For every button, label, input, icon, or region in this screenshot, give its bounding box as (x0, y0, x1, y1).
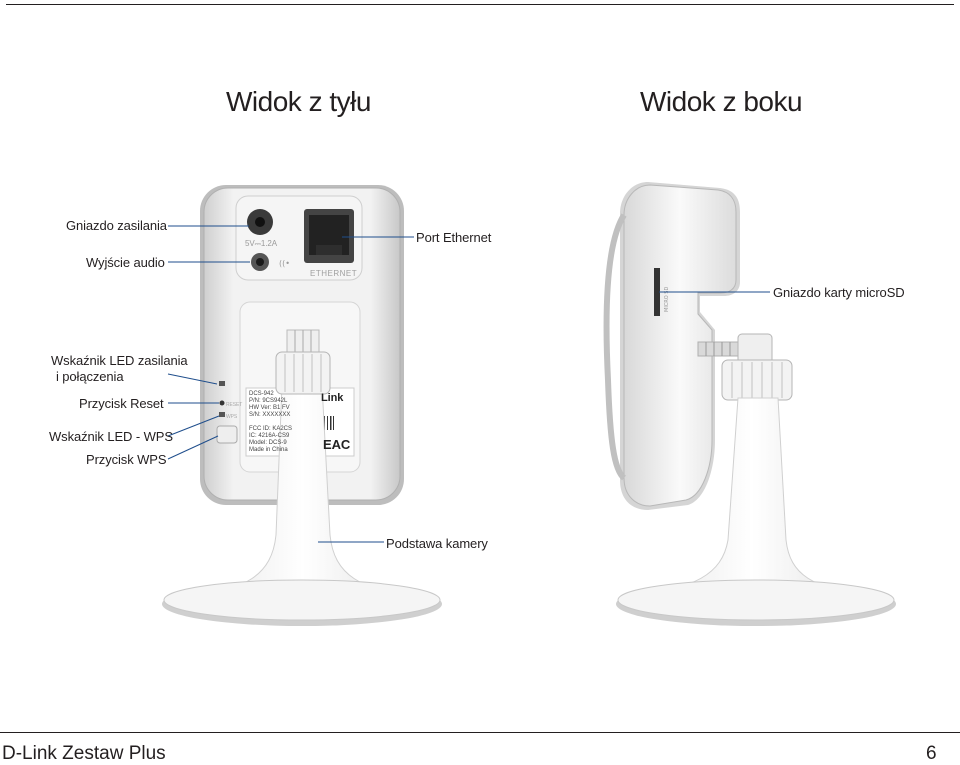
side-camera: MICRO SD (603, 182, 896, 626)
leader-wps-button (167, 435, 219, 460)
footer-title: D-Link Zestaw Plus (2, 743, 166, 764)
footer-rule (0, 732, 960, 733)
rear-view-heading: Widok z tyłu (226, 86, 371, 117)
reset-print: RESET (226, 402, 243, 408)
label-power-led-line2: i połączenia (56, 369, 124, 384)
wps-led (219, 412, 225, 417)
page-number: 6 (926, 743, 937, 764)
side-base (617, 579, 895, 621)
label-camera-stand: Podstawa kamery (386, 536, 488, 551)
reset-hole (219, 400, 225, 406)
sticker-marks: EAC (323, 437, 351, 452)
power-rating-print: 5V⎓1.2A (245, 239, 277, 248)
leader-lines (167, 225, 770, 543)
label-power-jack: Gniazdo zasilania (66, 218, 167, 233)
sticker-text-bottom: FCC ID: KA2CS IC: 4216A-CS9 Model: DCS-9… (249, 426, 293, 453)
label-wps-button: Przycisk WPS (86, 452, 167, 467)
microsd-slot (654, 268, 660, 316)
svg-text:((•: ((• (279, 259, 290, 268)
sticker-text-top: DCS-942 P/N: 9CS942L HW Ver: B1 FV S/N: … (249, 391, 291, 418)
rear-base (163, 579, 441, 621)
wps-print: WPS (226, 414, 238, 420)
ethernet-print: ETHERNET (310, 269, 358, 278)
wps-button (216, 425, 238, 444)
side-body (623, 184, 737, 507)
side-view-heading: Widok z boku (640, 86, 803, 117)
label-wps-led: Wskaźnik LED - WPS (49, 429, 173, 444)
leader-power-led (167, 373, 218, 385)
label-reset-button: Przycisk Reset (79, 396, 164, 411)
label-audio-out: Wyjście audio (86, 255, 165, 270)
label-power-led: Wskaźnik LED zasilania (51, 353, 188, 368)
power-led (219, 381, 225, 386)
rear-camera: ((• (162, 185, 442, 626)
top-rule (6, 4, 954, 5)
label-ethernet-port: Port Ethernet (416, 230, 492, 245)
svg-text:MICRO SD: MICRO SD (664, 287, 670, 312)
leader-wps-led (167, 415, 220, 437)
side-front-rim (603, 213, 627, 481)
sticker-brand: Link (321, 392, 344, 404)
label-microsd-slot: Gniazdo karty microSD (773, 285, 905, 300)
